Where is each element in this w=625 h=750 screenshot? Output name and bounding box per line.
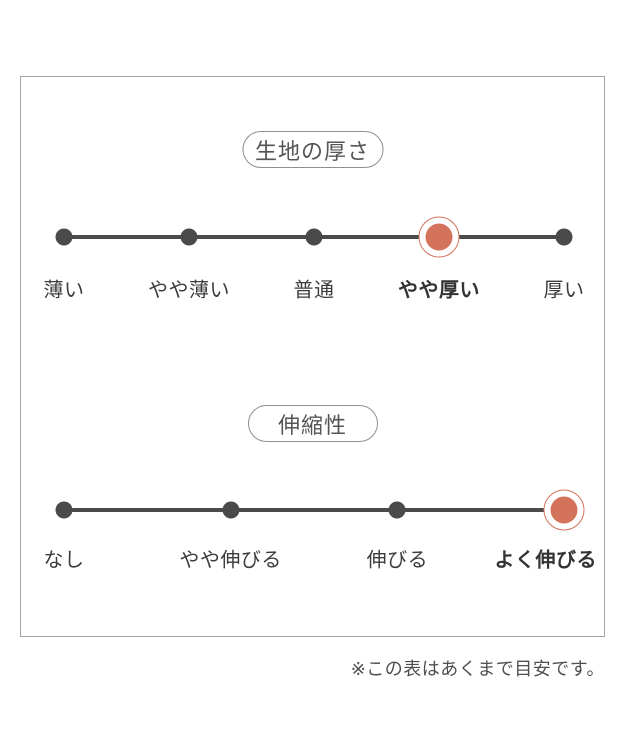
scale-dot [180, 228, 198, 246]
selected-marker-dot [550, 496, 578, 524]
scale-title: 伸縮性 [277, 413, 347, 439]
scale-title-pill: 生地の厚さ [241, 131, 384, 168]
selected-marker [543, 489, 585, 531]
scale-track [64, 508, 564, 512]
scale-label: やや伸びる [179, 547, 282, 572]
scale-label: 厚い [543, 277, 585, 302]
scale-label: やや薄い [148, 277, 230, 302]
rating-scale-1: 生地の厚さ薄い やや薄い 普通 やや厚い 厚い [21, 77, 604, 636]
disclaimer-note: ※この表はあくまで目安です。 [350, 659, 605, 680]
scale-dot [388, 501, 406, 519]
scale-title: 生地の厚さ [254, 139, 371, 165]
scale-label: 伸びる [366, 547, 429, 572]
scale-title-pill: 伸縮性 [247, 405, 378, 442]
selected-marker [418, 216, 460, 258]
scale-dot [305, 228, 323, 246]
scale-dot [222, 501, 240, 519]
scale-dot [55, 501, 73, 519]
scale-dot [555, 228, 573, 246]
scale-dot [55, 228, 73, 246]
rating-panel: 生地の厚さ薄い やや薄い 普通 やや厚い 厚い伸縮性なし やや伸びる 伸びる よく伸びる [20, 76, 605, 637]
selected-marker-dot [425, 223, 453, 251]
scale-label: なし [43, 547, 85, 572]
scale-label: 薄い [43, 277, 85, 302]
scale-label: 普通 [293, 277, 335, 302]
scale-label-selected: やや厚い [398, 277, 480, 302]
rating-scale-2: 伸縮性なし やや伸びる 伸びる よく伸びる [21, 77, 604, 636]
scale-label-selected: よく伸びる [494, 547, 597, 572]
